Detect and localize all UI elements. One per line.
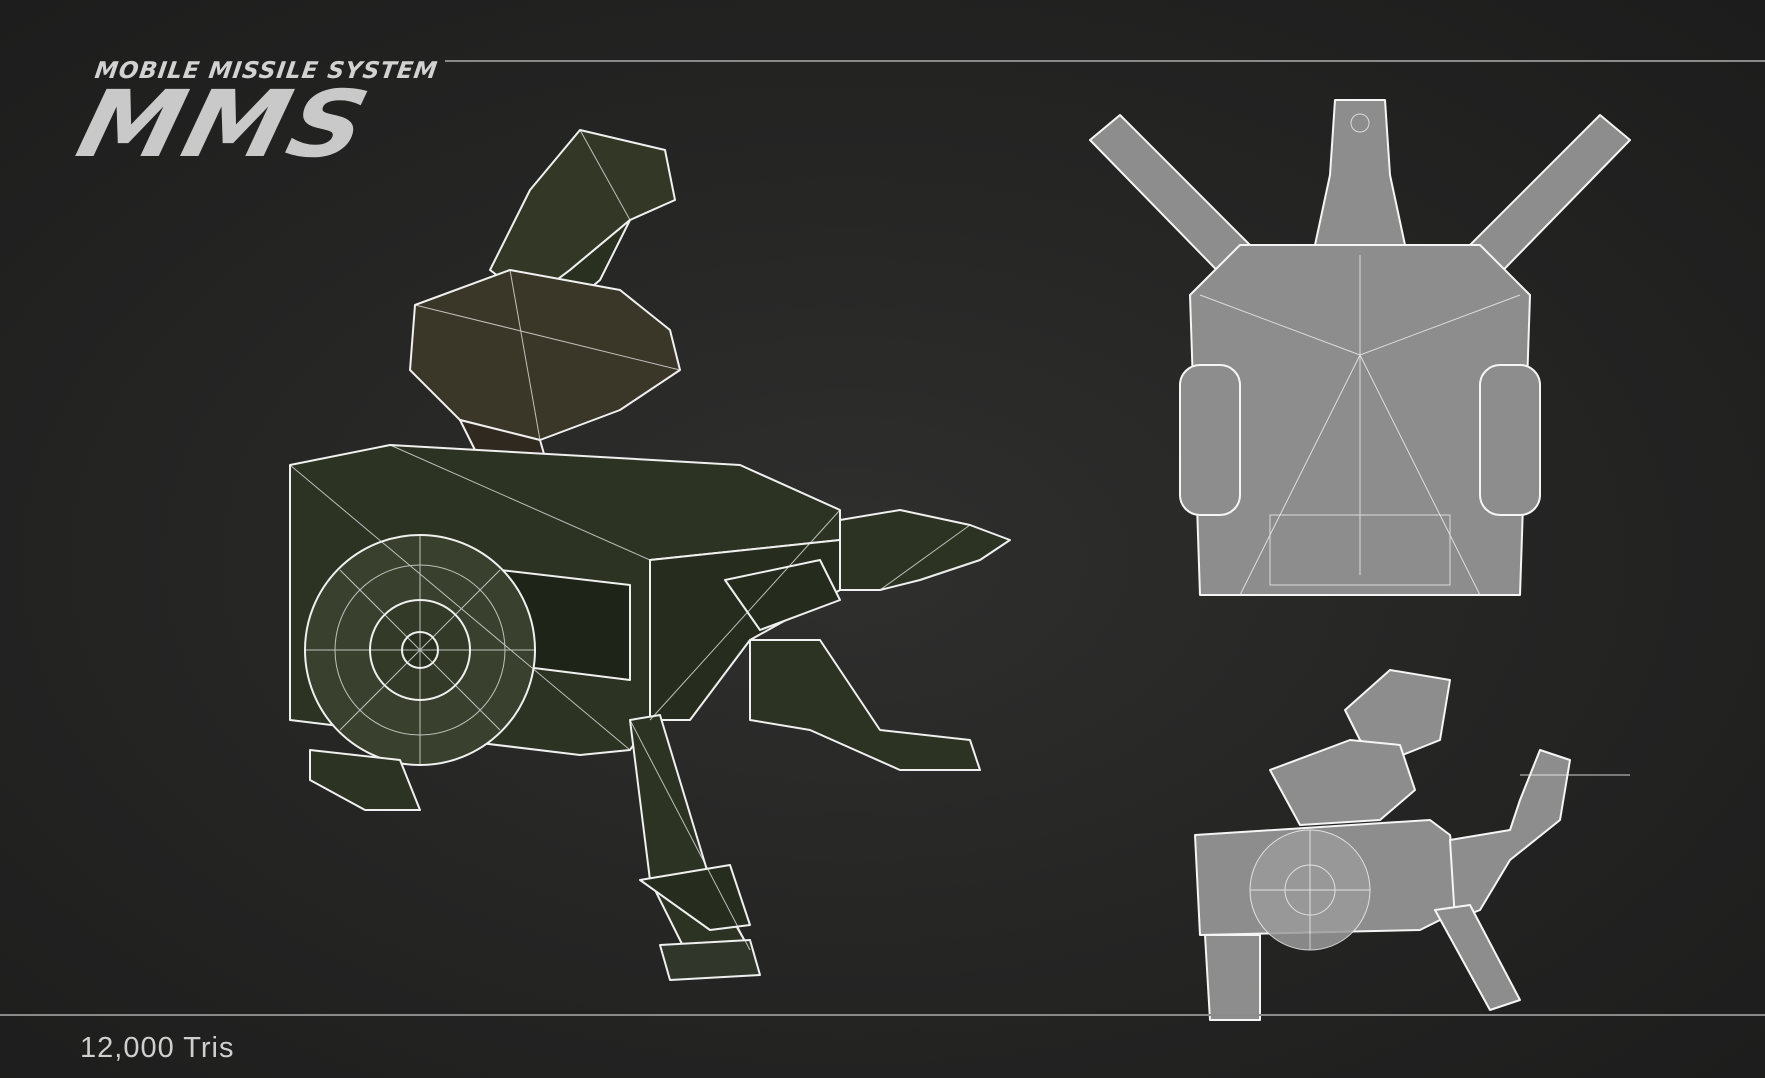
header-divider: [445, 60, 1765, 62]
perspective-view: [289, 129, 1011, 981]
triangle-count: 12,000 Tris: [80, 1032, 235, 1064]
top-view: [1089, 99, 1631, 596]
side-view: [1194, 669, 1630, 1021]
footer-divider: [0, 1014, 1765, 1016]
